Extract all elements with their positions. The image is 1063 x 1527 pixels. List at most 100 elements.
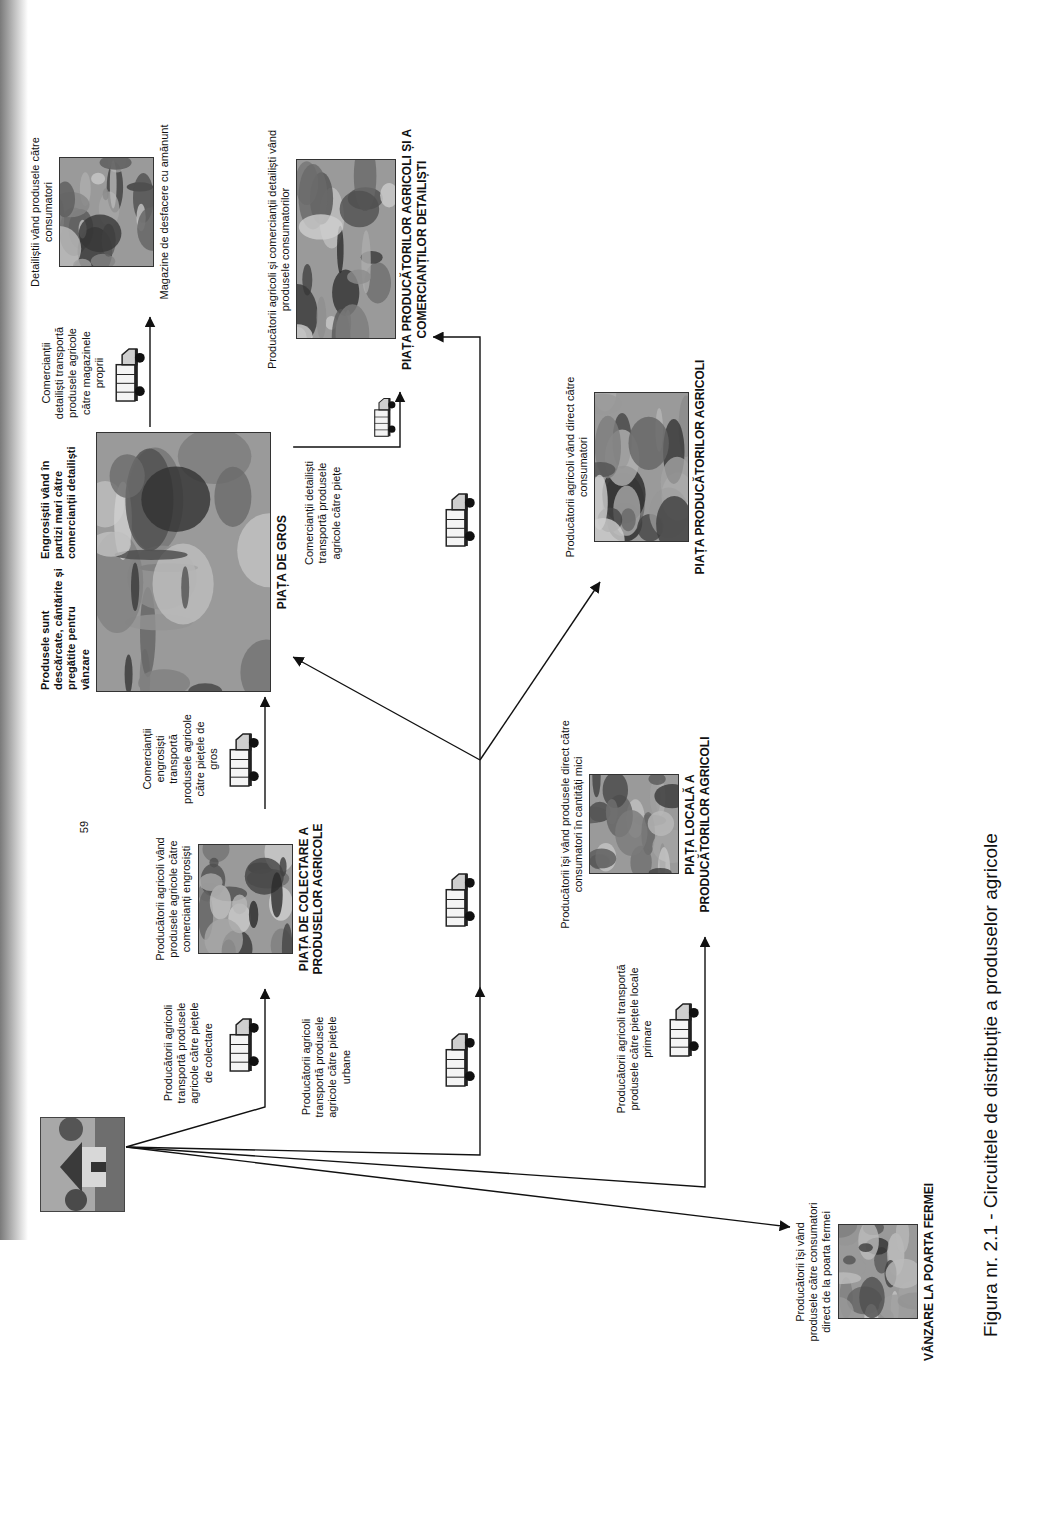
market-photo: [594, 392, 689, 542]
market-text: Producătorii agricoli și comercianții de…: [266, 111, 292, 388]
market-node: Producătorii agricoli și comercianții de…: [262, 107, 433, 392]
farm-illustration: [40, 1117, 125, 1212]
photo-shade: [131, 562, 139, 611]
photo-frame: [60, 158, 154, 267]
market-node: Produsele sunt descărcate, cântărite și …: [35, 427, 293, 697]
market-heading: PIAȚA PRODUCĂTORILOR AGRICOLI ȘI A COMER…: [400, 111, 429, 388]
photo-image: [838, 1225, 918, 1320]
photo-frame: [595, 393, 689, 542]
truck-icon: [230, 734, 258, 786]
farm-tree: [59, 1117, 83, 1141]
photo-shade: [589, 849, 616, 869]
flow-arrow: [126, 937, 705, 1187]
photo-shade: [629, 417, 669, 470]
truck-icon: [446, 494, 474, 546]
market-heading: Produsele sunt descărcate, cântărite și …: [39, 562, 92, 693]
photo-shade: [838, 1273, 861, 1285]
photo-shade: [594, 394, 621, 415]
photo-shade: [181, 566, 189, 608]
market-text: Magazine de desfacere cu amănunt: [158, 111, 171, 313]
farm-tree: [65, 1189, 87, 1211]
photo-shade: [188, 683, 222, 692]
photo-shade: [621, 508, 636, 531]
photo-shade: [380, 184, 396, 208]
photo-shade: [885, 1259, 917, 1289]
farm-frame: [41, 1118, 125, 1212]
market-photo: [96, 432, 271, 692]
photo-shade: [232, 895, 247, 915]
photo-shade: [594, 475, 608, 530]
flow-arrow: [264, 697, 265, 809]
market-heading: PIAȚA LOCALĂ A PRODUCĂTORILOR AGRICOLI: [683, 716, 712, 933]
photo-shade: [347, 270, 371, 285]
photo-shade: [656, 496, 689, 542]
truck-icon: [116, 349, 144, 401]
flow-arrow: [126, 989, 265, 1147]
market-photo: [296, 160, 396, 340]
photo-shade: [138, 207, 155, 251]
market-text: Producătorii își vând produsele direct c…: [559, 716, 585, 933]
photo-frame: [198, 845, 292, 954]
photo-shade: [109, 454, 144, 498]
photo-shade: [594, 462, 615, 477]
photo-shade: [897, 1293, 917, 1310]
photo-shade: [209, 858, 218, 868]
edge-label: Comercianții detailiști transportă produ…: [40, 322, 106, 424]
photo-shade: [248, 901, 257, 928]
photo-shade: [340, 191, 380, 228]
photo-shade: [214, 467, 251, 527]
photo-image: [589, 775, 679, 875]
photo-shade: [271, 872, 283, 917]
truck-icon: [230, 1019, 258, 1071]
photo-shade: [838, 1225, 857, 1239]
photo-shade: [593, 775, 601, 798]
photo-shade: [221, 939, 235, 954]
market-node: Detailiștii vând produsele către consuma…: [25, 107, 176, 317]
photo-shade: [838, 1297, 854, 1319]
photo-shade: [240, 640, 271, 693]
truck-icon: [446, 1034, 474, 1086]
photo-shade: [296, 325, 313, 340]
photo-shade: [124, 654, 132, 692]
photo-shade: [79, 215, 122, 253]
photo-image: [59, 157, 154, 267]
truck-icon: [375, 398, 396, 436]
photo-shade: [73, 259, 91, 267]
photo-shade: [317, 297, 327, 339]
market-node: Producătorii agricoli vând direct către …: [560, 352, 712, 582]
edge-label: Comercianții engrosiști transportă produ…: [141, 712, 220, 806]
market-photo: [198, 844, 293, 954]
photo-image: [296, 160, 396, 340]
photo-image: [594, 392, 689, 542]
market-photo: [59, 157, 154, 267]
text-row: Produsele sunt descărcate, cântărite și …: [39, 431, 92, 693]
farm-house: [82, 1147, 106, 1187]
photo-shade: [141, 466, 210, 532]
photo-shade: [138, 669, 190, 692]
page-number: 59: [78, 812, 91, 842]
market-heading: PIAȚA PRODUCĂTORILOR AGRICOLI: [693, 356, 707, 578]
photo-frame: [297, 160, 396, 339]
flow-arrow: [479, 760, 480, 987]
farm-door: [91, 1162, 106, 1172]
photo-shade: [655, 785, 680, 809]
market-heading: PIAȚA DE COLECTARE A PRODUSELOR AGRICOLE: [297, 813, 326, 985]
photo-shade: [859, 1277, 884, 1318]
flow-arrow: [293, 657, 480, 760]
market-text: Detailiștii vând produsele către consuma…: [29, 111, 55, 313]
market-node: Producătorii își vând produsele direct c…: [555, 712, 716, 937]
flow-note: Producătorii agricoli transportă produse…: [615, 949, 655, 1129]
photo-frame: [96, 433, 270, 692]
market-photo: [589, 775, 679, 875]
photo-shade: [96, 532, 143, 633]
farm-sky: [40, 1117, 125, 1212]
edge-label: Comercianții detailiști transportă produ…: [303, 459, 343, 567]
photo-shade: [858, 1225, 879, 1261]
photo-shade: [336, 305, 370, 340]
photo-shade: [103, 188, 109, 200]
photo-image: [198, 844, 293, 954]
photo-shade: [59, 181, 75, 217]
photo-shade: [281, 923, 292, 954]
market-text: Producătorii își vând produsele către co…: [794, 1197, 834, 1347]
photo-frame: [590, 775, 679, 874]
